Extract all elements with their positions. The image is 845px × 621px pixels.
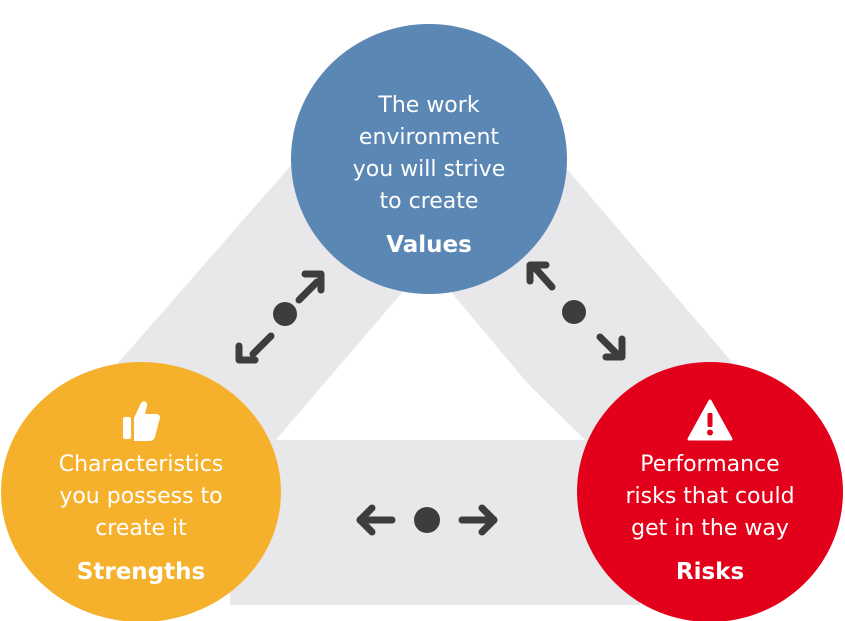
values-title: Values bbox=[386, 232, 472, 258]
strengths-line: Characteristics bbox=[58, 452, 224, 477]
band-inner-gap bbox=[285, 290, 585, 440]
risks-circle: Performance risks that could get in the … bbox=[577, 362, 843, 621]
strengths-line: create it bbox=[95, 516, 187, 541]
values-description: The work environment you will strive to … bbox=[353, 90, 506, 218]
values-line: The work bbox=[378, 93, 480, 118]
strengths-line: you possess to bbox=[59, 484, 223, 509]
values-circle: The work environment you will strive to … bbox=[291, 24, 567, 294]
connector-dot bbox=[414, 507, 440, 533]
connector-dot bbox=[273, 302, 297, 326]
connector-dot bbox=[562, 300, 586, 324]
connector-strengths-risks bbox=[356, 504, 498, 536]
risks-line: get in the way bbox=[631, 516, 789, 541]
connector-values-strengths bbox=[235, 270, 325, 364]
warning-icon bbox=[687, 399, 733, 445]
risks-title: Risks bbox=[675, 559, 745, 585]
strengths-circle: Characteristics you possess to create it… bbox=[1, 362, 281, 621]
risks-line: Performance bbox=[640, 452, 780, 477]
values-line: you will strive bbox=[352, 157, 506, 182]
thumbs-up-icon bbox=[121, 399, 161, 445]
strengths-description: Characteristics you possess to create it bbox=[59, 449, 223, 545]
strengths-title: Strengths bbox=[76, 559, 206, 585]
risks-description: Performance risks that could get in the … bbox=[625, 449, 794, 545]
values-line: to create bbox=[379, 189, 479, 214]
connector-values-risks bbox=[526, 261, 626, 361]
values-line: environment bbox=[358, 125, 500, 150]
risks-line: risks that could bbox=[625, 484, 795, 509]
